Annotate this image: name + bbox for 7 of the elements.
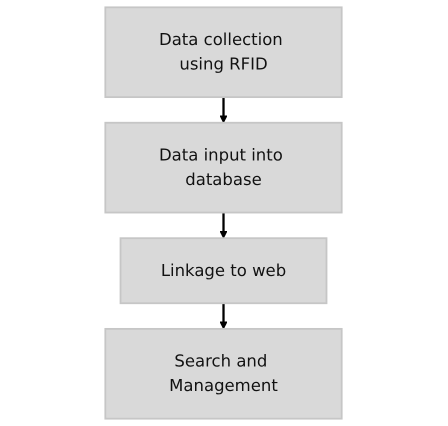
node-box: Data input into database [104, 122, 344, 214]
node-box: Search and Management [104, 328, 344, 420]
arrow [220, 303, 228, 330]
arrow [220, 212, 228, 239]
node-box: Linkage to web [120, 237, 328, 304]
arrow [220, 97, 228, 124]
node-box: Data collection using RFID [104, 6, 344, 98]
